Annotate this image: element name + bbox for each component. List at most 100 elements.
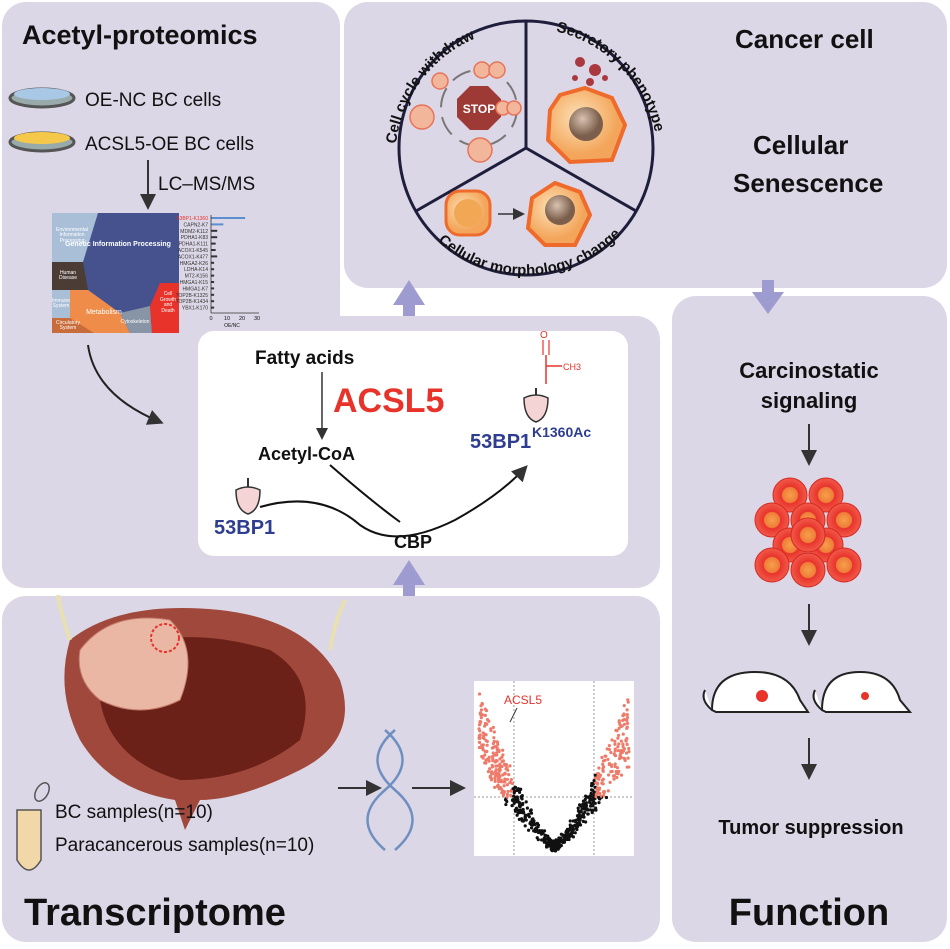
volcano-point	[501, 759, 505, 763]
volcano-point	[594, 792, 598, 796]
volcano-point	[487, 756, 491, 760]
volcano-point	[607, 747, 612, 752]
volcano-point	[494, 764, 498, 768]
volcano-point	[624, 751, 629, 755]
volcano-point	[601, 768, 605, 772]
volcano-point	[518, 788, 522, 792]
volcano-point	[536, 838, 540, 842]
site-label: TOP2B-K1325	[176, 293, 209, 299]
volcano-point	[505, 783, 509, 787]
dish2-label: ACSL5-OE BC cells	[85, 134, 254, 155]
volcano-point	[596, 777, 600, 781]
volcano-point	[597, 797, 601, 801]
tumor-cell	[790, 517, 826, 553]
volcano-point	[482, 732, 487, 736]
volcano-point	[492, 739, 496, 743]
volcano-point	[521, 810, 526, 814]
volcano-point	[505, 766, 509, 770]
volcano-point	[592, 778, 596, 783]
volcano-point	[553, 845, 557, 850]
volcano-point	[477, 745, 482, 750]
treemap-environmental: Environmental Information Processing	[56, 226, 88, 244]
volcano-point	[517, 800, 521, 805]
volcano-point	[535, 821, 539, 825]
tumor-cell	[754, 502, 790, 538]
site-label: PDHA1-K111	[179, 242, 208, 248]
volcano-point	[477, 740, 482, 744]
bladder-illustration	[56, 594, 347, 830]
volcano-point	[511, 787, 515, 791]
volcano-point	[624, 739, 628, 743]
volcano-point	[577, 810, 581, 814]
volcano-point	[597, 787, 601, 791]
volcano-point	[601, 762, 605, 766]
volcano-point	[530, 821, 534, 826]
volcano-point	[620, 724, 624, 728]
volcano-point	[507, 772, 511, 777]
volcano-point	[560, 839, 564, 844]
volcano-point	[583, 810, 587, 814]
volcano-point	[619, 739, 623, 743]
volcano-point	[584, 802, 588, 806]
volcano-point	[603, 758, 607, 763]
volcano-point	[619, 773, 624, 777]
volcano-point	[606, 789, 610, 793]
volcano-point	[568, 828, 572, 832]
volcano-point	[574, 826, 578, 830]
acetyl-proteomics-title: Acetyl-proteomics	[22, 20, 258, 50]
volcano-point	[511, 794, 516, 798]
tumor-cell-cluster	[754, 477, 862, 588]
volcano-point	[568, 819, 572, 823]
volcano-point	[501, 789, 505, 793]
volcano-point	[523, 814, 527, 818]
site-label: HMGA1-K7	[182, 286, 208, 292]
volcano-point	[497, 774, 501, 778]
volcano-point	[525, 806, 530, 810]
volcano-point	[591, 804, 595, 808]
volcano-point	[502, 784, 506, 788]
treemap-cytoskeleton: Cytoskeleton	[120, 319, 150, 326]
acetyl-site-label: K1360Ac	[532, 424, 591, 440]
volcano-point	[567, 837, 571, 842]
volcano-point	[509, 778, 513, 782]
volcano-point	[482, 736, 486, 741]
volcano-point	[601, 777, 605, 781]
volcano-point	[559, 843, 563, 848]
volcano-point	[597, 766, 601, 770]
volcano-point	[497, 779, 501, 784]
volcano-point	[481, 756, 485, 760]
flow-arrows	[393, 280, 784, 596]
volcano-point	[622, 704, 626, 708]
volcano-point	[479, 716, 483, 720]
volcano-point	[607, 744, 611, 748]
volcano-point	[609, 750, 613, 755]
volcano-point	[503, 780, 507, 784]
volcano-point	[521, 807, 525, 812]
volcano-point	[617, 742, 621, 746]
volcano-point	[479, 713, 483, 717]
volcano-point	[614, 728, 618, 732]
volcano-point	[509, 789, 513, 793]
acetyl-ch3: CH3	[563, 362, 581, 372]
volcano-point	[576, 806, 580, 810]
volcano-point	[508, 780, 512, 785]
volcano-point	[523, 824, 527, 828]
volcano-point	[613, 762, 617, 766]
sample2-label: Paracancerous samples(n=10)	[55, 835, 314, 856]
volcano-point	[625, 726, 629, 730]
volcano-point	[503, 777, 507, 781]
volcano-point	[567, 832, 571, 836]
arrow-to-mechanism	[87, 344, 164, 425]
volcano-point	[549, 838, 553, 842]
volcano-point	[542, 829, 547, 833]
volcano-point	[625, 715, 630, 720]
volcano-point	[558, 836, 563, 840]
volcano-point	[478, 720, 482, 724]
volcano-point	[478, 729, 482, 733]
axis-tick: 0	[209, 316, 212, 322]
volcano-point	[621, 732, 625, 736]
volcano-point	[517, 817, 521, 821]
volcano-point	[488, 774, 493, 778]
flow-arrow-down-right	[752, 280, 784, 314]
